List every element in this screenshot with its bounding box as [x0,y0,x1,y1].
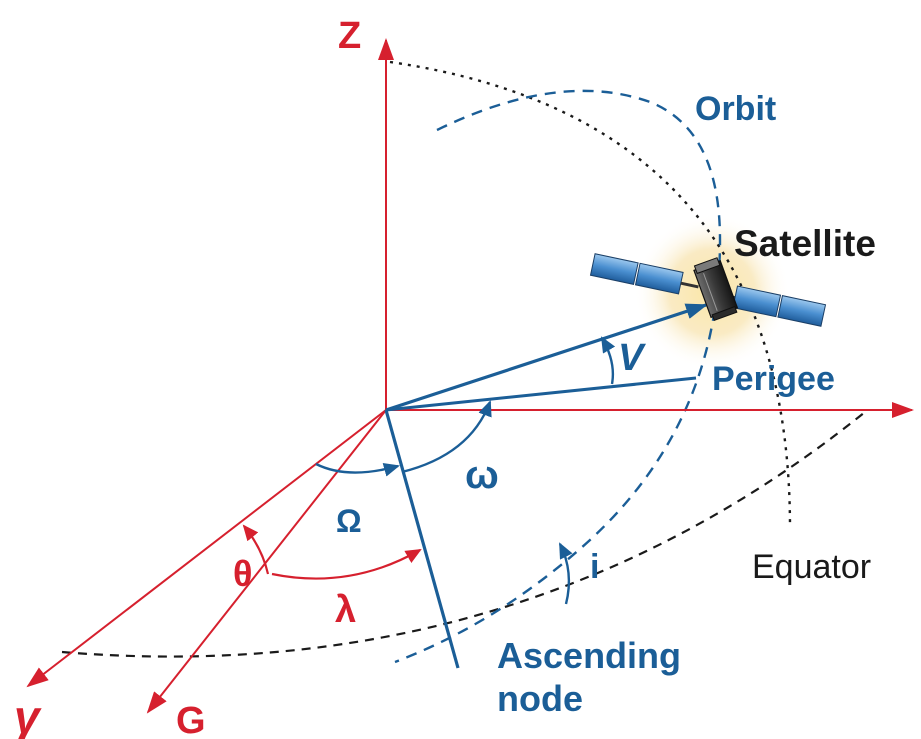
satellite-vector [385,303,708,412]
satellite-icon [589,253,827,327]
lambda-label: λ [335,589,356,631]
ascending-node-label-line1: Ascending [497,635,681,676]
gamma-label: γ [14,691,42,739]
ascending-node-label-line2: node [497,678,583,719]
line-of-nodes [384,409,460,669]
perigee-label: Perigee [712,360,835,398]
theta-arc [242,524,270,575]
inclination-label: i [590,548,599,586]
theta-label: θ [233,553,252,594]
satellite-label: Satellite [734,223,876,264]
meridian-dotted-curve [389,60,792,529]
true-anomaly-label: V [618,337,646,379]
equator-curve [61,411,866,658]
true-anomaly-arc [600,336,616,385]
orbit-curve [394,89,722,664]
lambda-arc [271,549,422,580]
raan-arc [315,462,400,477]
g-axis [146,409,387,714]
gamma-axis [26,409,387,688]
z-axis-label: Z [338,15,361,57]
perigee-line [385,376,697,412]
orbit-label: Orbit [695,90,776,128]
argument-of-perigee-label: ω [465,453,499,497]
g-axis-label: G [176,700,206,739]
equator-label: Equator [752,548,871,586]
raan-label: Ω [336,503,362,539]
argument-of-perigee-arc [401,400,492,474]
inclination-arc [558,542,573,605]
